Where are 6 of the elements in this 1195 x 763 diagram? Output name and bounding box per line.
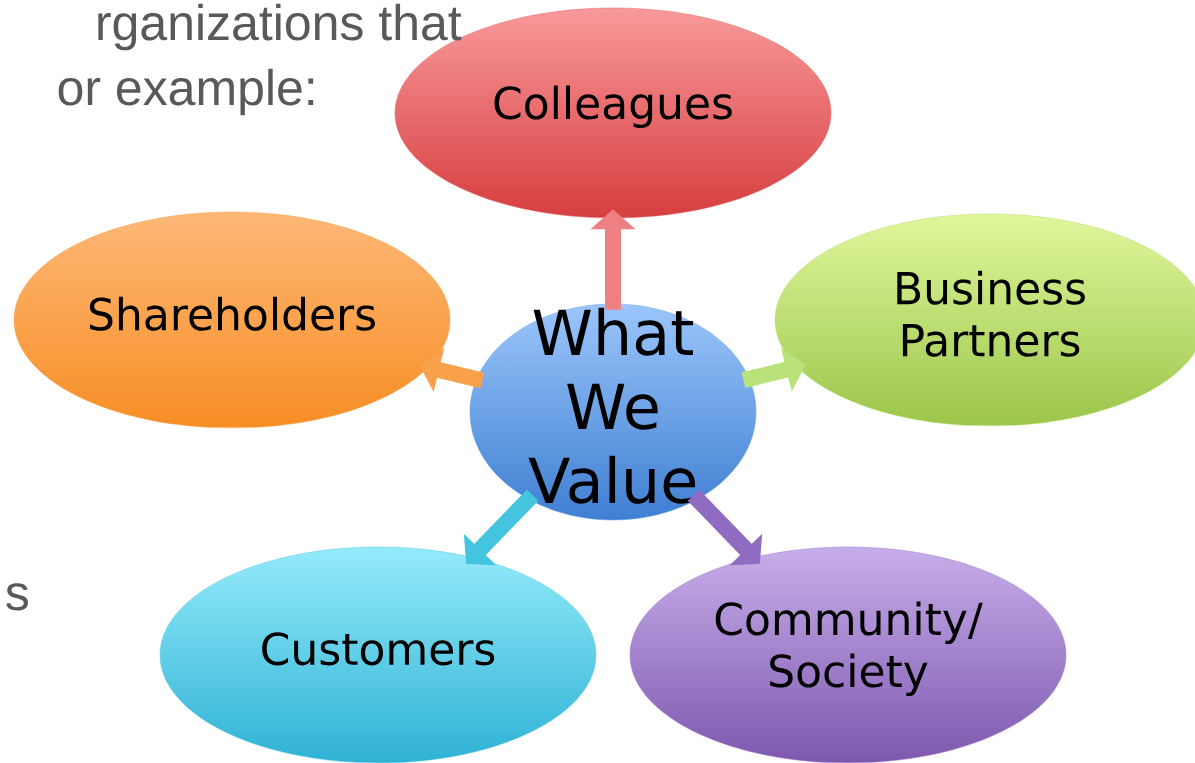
cut-off-text: s — [6, 583, 28, 611]
ellipse-node: Shareholders — [13, 211, 451, 429]
ellipse-node: Customers — [159, 546, 597, 763]
cut-off-text: or example: — [58, 68, 314, 116]
ellipse-node: What We Value — [469, 303, 757, 521]
ellipse-node: Community/ Society — [629, 546, 1067, 763]
